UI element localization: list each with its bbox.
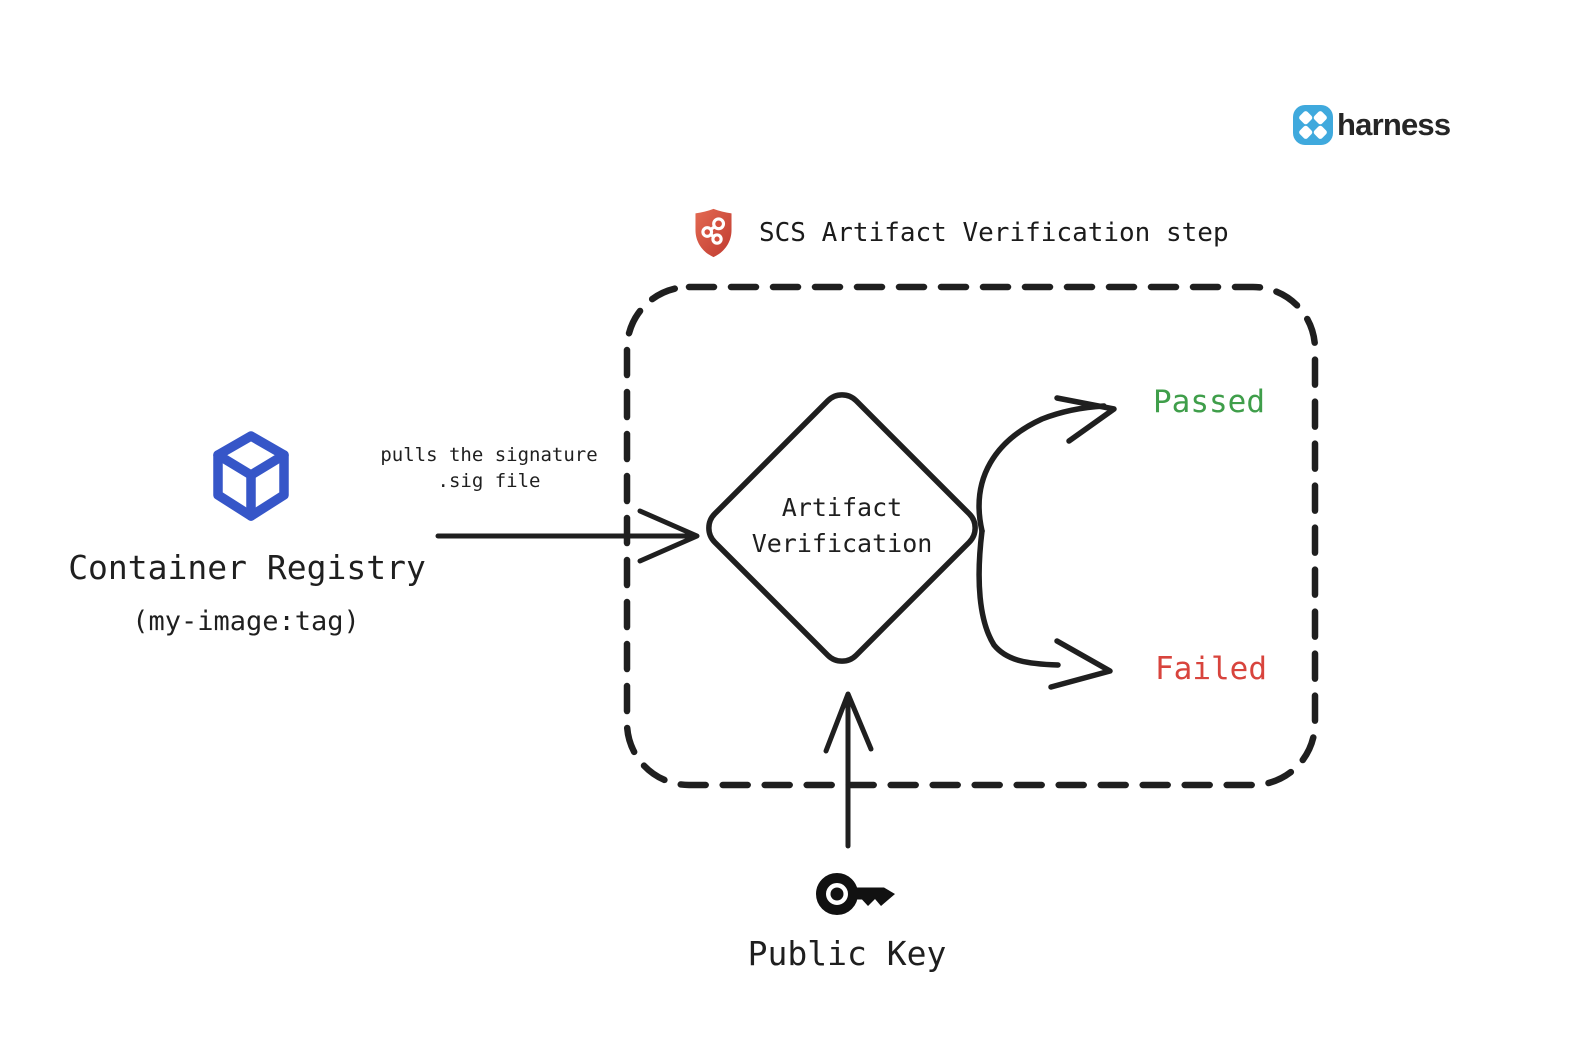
decision-label-line2: Verification xyxy=(751,529,933,558)
step-title: SCS Artifact Verification step xyxy=(759,218,1229,248)
registry-to-decision-arrowhead xyxy=(637,508,700,564)
step-title-row: SCS Artifact Verification step xyxy=(690,206,1229,260)
failed-branch-arrowhead xyxy=(1048,638,1113,690)
passed-branch-arrowhead xyxy=(1054,395,1117,444)
edge-label-line1: pulls the signature xyxy=(380,444,598,466)
decision-label-line1: Artifact xyxy=(781,493,903,522)
decision-label: Artifact Verification xyxy=(752,490,933,562)
edge-label: pulls the signature .sig file xyxy=(380,442,597,494)
outcome-passed: Passed xyxy=(1153,384,1265,420)
public-key-label: Public Key xyxy=(747,934,947,973)
cube-box-icon xyxy=(213,431,289,521)
harness-diamonds-icon xyxy=(1293,105,1333,145)
shield-supply-chain-icon xyxy=(695,208,732,258)
key-icon xyxy=(816,873,895,915)
decision-diamond-shape xyxy=(706,392,978,664)
outcome-failed: Failed xyxy=(1155,651,1267,687)
registry-subtitle: (my-image:tag) xyxy=(132,606,360,637)
failed-branch-arrow xyxy=(976,528,1061,668)
public-key-arrowhead xyxy=(823,691,874,754)
brand-wordmark: harness xyxy=(1337,107,1451,142)
brand-logo: harness xyxy=(1292,104,1451,146)
passed-branch-arrow xyxy=(976,403,1107,534)
edge-label-line2: .sig file xyxy=(437,470,541,492)
registry-title: Container Registry xyxy=(68,548,426,587)
